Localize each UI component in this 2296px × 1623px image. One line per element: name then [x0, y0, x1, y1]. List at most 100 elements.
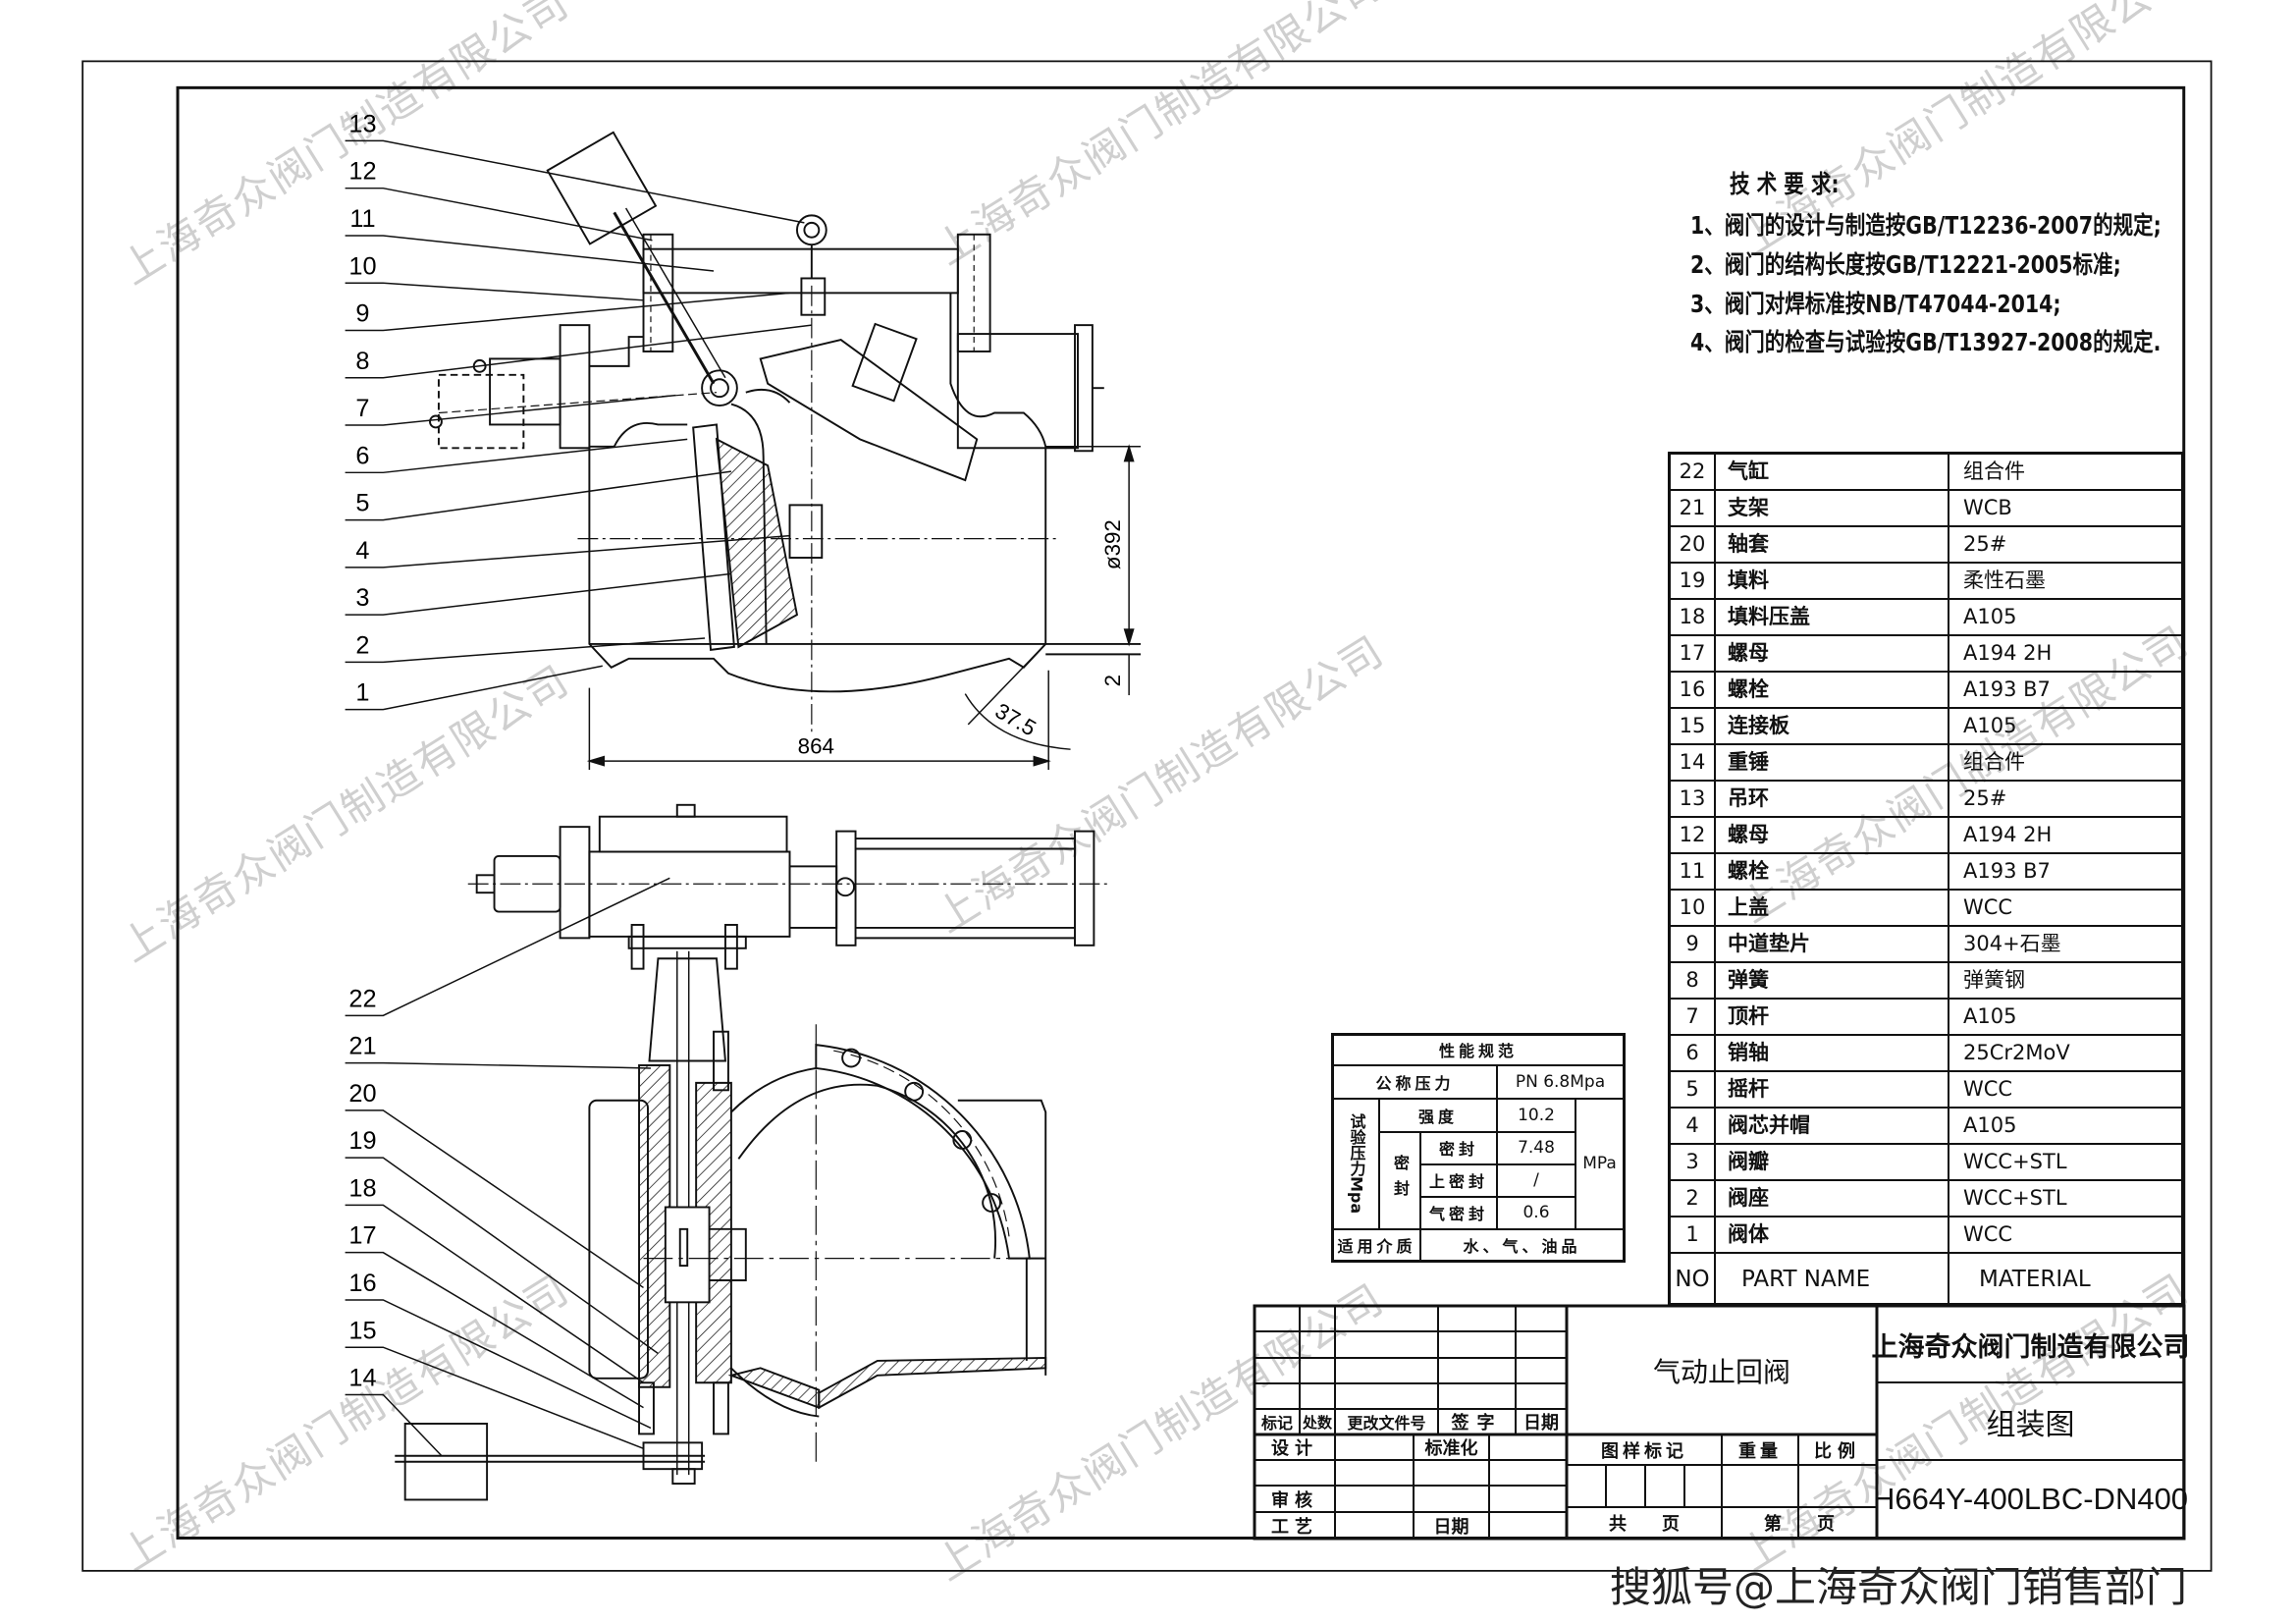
upper-seal-value: / — [1496, 1163, 1576, 1198]
tech-requirement-item: 3、阀门对焊标准按NB/T47044-2014; — [1690, 290, 2061, 318]
callout-number: 7 — [355, 395, 369, 422]
tech-requirement-item: 2、阀门的结构长度按GB/T12221-2005标准; — [1690, 250, 2121, 279]
part-no: 4 — [1671, 1109, 1716, 1143]
part-name: 气缸 — [1714, 455, 1949, 489]
part-name: 螺栓 — [1714, 854, 1949, 889]
tech-requirements-title: 技 术 要 求: — [1730, 170, 1840, 198]
strength-value: 10.2 — [1496, 1097, 1576, 1133]
callout-number: 19 — [348, 1127, 376, 1155]
tb-date-2: 日期 — [1433, 1516, 1469, 1538]
part-no: 3 — [1671, 1145, 1716, 1179]
part-material: WCC — [1963, 1222, 2013, 1246]
part-no: 2 — [1671, 1181, 1716, 1216]
part-no: 21 — [1671, 491, 1716, 525]
dim-length: 864 — [798, 734, 834, 759]
part-material: 25Cr2MoV — [1963, 1041, 2070, 1064]
part-material: A105 — [1963, 1113, 2017, 1137]
callout-number: 1 — [355, 679, 369, 707]
tb-review: 审核 — [1271, 1489, 1318, 1511]
part-no: 5 — [1671, 1072, 1716, 1107]
part-no: 17 — [1671, 636, 1716, 671]
header-material: MATERIAL — [1979, 1267, 2091, 1292]
dimension-lines — [586, 444, 1142, 771]
pressure-unit: MPa — [1575, 1097, 1626, 1230]
part-name: 填料压盖 — [1714, 600, 1949, 634]
part-name: 轴套 — [1714, 527, 1949, 562]
leader-line — [345, 1109, 644, 1289]
part-material: 弹簧钢 — [1963, 968, 2025, 992]
part-no: 19 — [1671, 564, 1716, 598]
tech-requirement-item: 1、阀门的设计与制造按GB/T12236-2007的规定; — [1690, 211, 2162, 240]
part-no: 12 — [1671, 818, 1716, 852]
callout-number: 10 — [348, 252, 376, 280]
part-material: 组合件 — [1963, 460, 2025, 483]
leader-line — [345, 877, 670, 1017]
tb-page-no: 第 页 — [1764, 1514, 1835, 1535]
seal-group-label: 密封 — [1378, 1130, 1421, 1230]
part-no: 8 — [1671, 963, 1716, 998]
callout-number: 5 — [355, 490, 369, 517]
upper-seal-label: 上密封 — [1419, 1163, 1498, 1198]
part-material: WCC+STL — [1963, 1150, 2067, 1173]
leader-line — [345, 438, 688, 474]
part-name: 阀体 — [1714, 1217, 1949, 1252]
leader-line — [345, 572, 731, 616]
tb-mark: 标记 — [1260, 1414, 1293, 1433]
medium-label: 适用介质 — [1331, 1227, 1421, 1263]
leader-line — [345, 1299, 652, 1430]
part-name: 销轴 — [1714, 1036, 1949, 1070]
tb-scale: 比例 — [1814, 1440, 1861, 1462]
part-name: 阀座 — [1714, 1181, 1949, 1216]
leader-line — [345, 292, 790, 332]
callout-number: 8 — [355, 348, 369, 375]
callout-number: 6 — [355, 442, 369, 469]
part-no: 11 — [1671, 854, 1716, 889]
part-material: A193 B7 — [1963, 859, 2051, 883]
part-no: 16 — [1671, 673, 1716, 707]
header-no: NO — [1671, 1254, 1716, 1306]
tb-design: 设计 — [1271, 1438, 1318, 1459]
leader-line — [345, 235, 715, 272]
tb-standardization: 标准化 — [1424, 1438, 1478, 1459]
perf-title: 性能规范 — [1331, 1033, 1626, 1066]
callout-number: 3 — [355, 584, 369, 612]
part-name: 阀瓣 — [1714, 1145, 1949, 1179]
part-no: 6 — [1671, 1036, 1716, 1070]
part-name: 连接板 — [1714, 709, 1949, 743]
footer-credit: 搜狐号@上海奇众阀门销售部门 — [1610, 1563, 2188, 1611]
part-name: 中道垫片 — [1714, 927, 1949, 961]
callout-number: 4 — [355, 537, 369, 565]
nominal-pressure-label: 公称压力 — [1331, 1063, 1498, 1100]
parts-list-header: NO PART NAME MATERIAL — [1671, 1254, 2181, 1306]
part-material: WCB — [1963, 496, 2012, 519]
nominal-pressure-value: PN 6.8Mpa — [1496, 1063, 1626, 1100]
upper-view-side-section — [429, 131, 1142, 735]
tb-change-doc: 更改文件号 — [1347, 1414, 1426, 1433]
tb-weight: 重量 — [1738, 1440, 1782, 1462]
callout-number: 2 — [355, 631, 369, 659]
part-no: 9 — [1671, 927, 1716, 961]
part-no: 22 — [1671, 455, 1716, 489]
tb-model: H664Y-400LBC-DN400 — [1872, 1482, 2189, 1516]
tb-company: 上海奇众阀门制造有限公司 — [1871, 1331, 2190, 1363]
part-name: 吊环 — [1714, 782, 1949, 816]
callout-number: 22 — [348, 985, 376, 1012]
